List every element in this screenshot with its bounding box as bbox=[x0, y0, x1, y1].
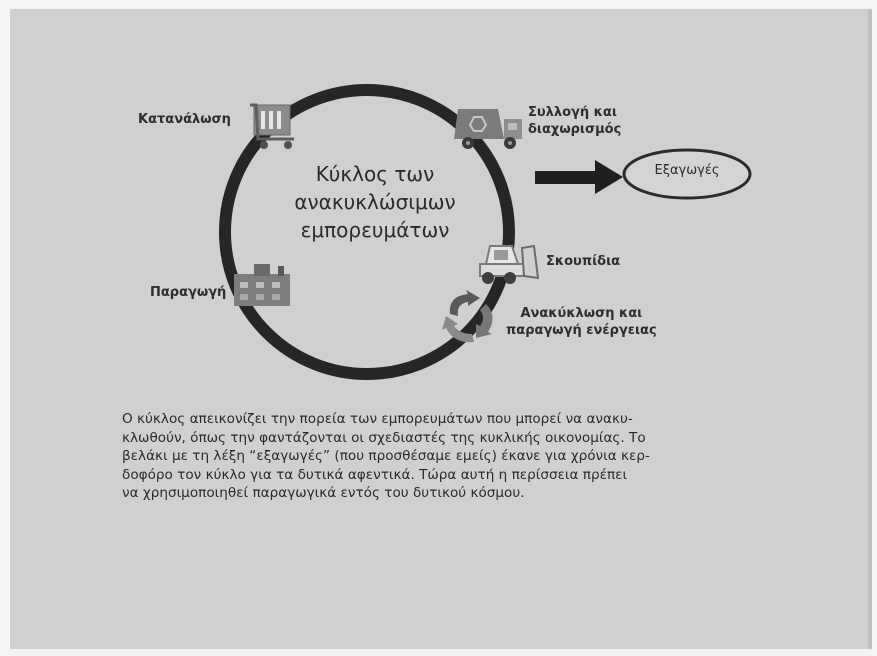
caption-line-1: Ο κύκλος απεικονίζει την πορεία των εμπο… bbox=[122, 411, 633, 427]
stage-label-collection: Συλλογή και διαχωρισμός bbox=[528, 104, 621, 138]
recycle-icon bbox=[442, 290, 493, 343]
cycle-ring bbox=[219, 84, 515, 380]
stage-label-collection-line-1: Συλλογή και bbox=[528, 105, 617, 120]
garbage-truck-icon bbox=[454, 109, 522, 149]
cycle-title-line-1: Κύκλος των bbox=[315, 162, 435, 186]
export-ellipse bbox=[622, 148, 752, 200]
figure-caption: Ο κύκλος απεικονίζει την πορεία των εμπο… bbox=[122, 410, 752, 503]
cycle-title: Κύκλος των ανακυκλώσιμων εμπορευμάτων bbox=[270, 160, 480, 244]
stage-label-collection-line-2: διαχωρισμός bbox=[528, 122, 622, 137]
stage-label-production: Παραγωγή bbox=[150, 285, 227, 300]
caption-line-4: δοφόρο τον κύκλο για τα δυτικά αφεντικά.… bbox=[122, 466, 628, 483]
stage-label-consumption: Κατανάλωση bbox=[138, 112, 231, 127]
cycle-title-line-3: εμπορευμάτων bbox=[300, 218, 450, 242]
export-label: Εξαγωγές bbox=[654, 163, 720, 178]
caption-line-5: να χρησιμοποιηθεί παραγωγικά εντός του δ… bbox=[122, 485, 525, 501]
stage-label-waste: Σκουπίδια bbox=[546, 254, 621, 269]
bulldozer-icon bbox=[479, 244, 540, 284]
shopping-cart-icon bbox=[250, 103, 294, 149]
caption-line-3: βελάκι με τη λέξη “εξαγωγές” (που προσθέ… bbox=[122, 448, 650, 464]
caption-line-2: κλωθούν, όπως την φαντάζονται οι σχεδιασ… bbox=[122, 429, 646, 446]
arrow-right-icon bbox=[535, 160, 623, 194]
stage-label-recycling-line-1: Ανακύκλωση και bbox=[520, 306, 643, 321]
cycle-title-line-2: ανακυκλώσιμων bbox=[294, 190, 456, 214]
recycling-cycle-diagram bbox=[219, 84, 752, 380]
stage-label-recycling: Ανακύκλωση και παραγωγή ενέργειας bbox=[506, 305, 657, 339]
stage-label-recycling-line-2: παραγωγή ενέργειας bbox=[506, 323, 657, 338]
factory-icon bbox=[234, 264, 290, 306]
